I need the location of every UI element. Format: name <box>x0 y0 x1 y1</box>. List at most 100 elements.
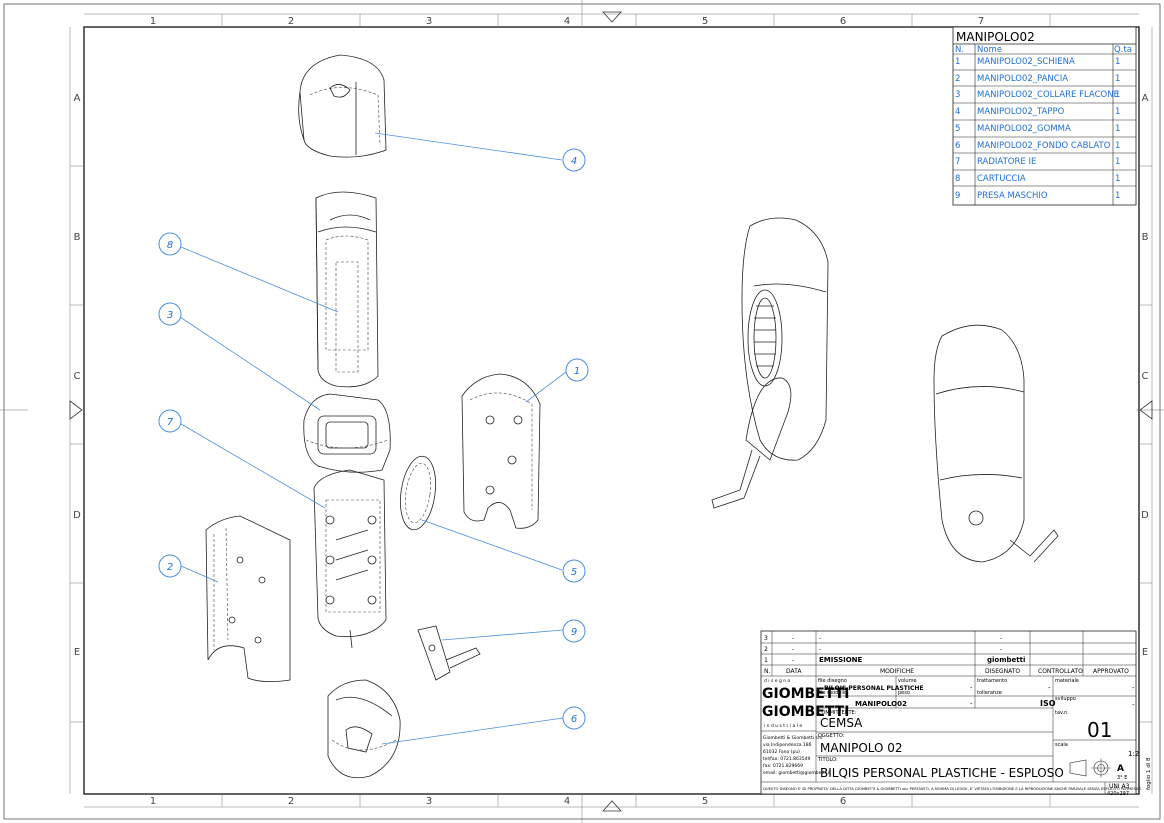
rev-n: 2 <box>764 646 768 653</box>
projection-symbol-icon <box>1069 758 1111 778</box>
row-label: C <box>74 371 81 382</box>
part-qty: 1 <box>1115 74 1120 84</box>
col-label: 4 <box>564 16 570 27</box>
scala-value: 1:2 <box>1128 750 1139 758</box>
logo-wordmark: GIOMBETTI <box>762 686 849 702</box>
title-block: 3 - - - 2 - - - 1 - EMISSIONE giombetti … <box>760 630 1152 797</box>
disclaimer: QUESTO DISEGNO E' DI PROPRIETA' DELLA DI… <box>763 787 1141 791</box>
col-label: 2 <box>288 796 294 807</box>
col-label: 3 <box>426 16 432 27</box>
col-label: 1 <box>150 16 156 27</box>
col-label: 5 <box>702 796 708 807</box>
balloon-callouts: 4 8 3 7 2 1 5 9 6 <box>158 132 589 745</box>
rev-mod: - <box>819 635 821 642</box>
part-n: 1 <box>955 57 960 67</box>
part-name: CARTUCCIA <box>977 174 1026 184</box>
part-qty: 1 <box>1115 191 1120 201</box>
parts-list: MANIPOLO02 N. Nome Q.ta 1 MANIPOLO02_SCH… <box>952 26 1137 206</box>
rev-header-n: N. <box>764 668 770 675</box>
center-mark-top <box>602 11 622 23</box>
part-name: MANIPOLO02_FONDO CABLATO <box>977 141 1111 151</box>
rev-header-approved: APPROVATO <box>1093 668 1129 675</box>
part-qty: 1 <box>1115 124 1120 134</box>
part-name: MANIPOLO02_TAPPO <box>977 107 1065 117</box>
logo-tagline-top: d i s e g n o <box>764 678 791 684</box>
logo-wordmark-second: GIOMBETTI <box>762 704 849 720</box>
part-name: RADIATORE IE <box>977 157 1036 167</box>
parts-header-n: N. <box>955 45 964 55</box>
col-label: 6 <box>840 796 846 807</box>
part-qty: 1 <box>1115 90 1120 100</box>
oggetto-value: MANIPOLO 02 <box>820 741 903 755</box>
part-qty: 1 <box>1115 174 1120 184</box>
row-label: E <box>1142 647 1148 658</box>
rev-date: - <box>792 635 794 642</box>
part-qty: 1 <box>1115 107 1120 117</box>
committente-value: CEMSA <box>820 716 863 730</box>
row-label: C <box>1142 371 1149 382</box>
col-label: 5 <box>702 16 708 27</box>
center-mark-bottom <box>602 800 622 812</box>
part-radiator-drawing <box>313 469 387 649</box>
company-line: via Indipendenza 186 <box>763 742 812 748</box>
file-disegno-value: BILQIS PERSONAL PLASTICHE <box>824 685 924 692</box>
balloon-label: 1 <box>574 366 580 377</box>
balloon-label: 8 <box>167 240 173 251</box>
col-label: 7 <box>978 16 984 27</box>
format-letter: A <box>1117 764 1124 774</box>
logo-tagline-bottom: i n d u s t r i a l e <box>764 723 802 729</box>
part-n: 3 <box>955 90 960 100</box>
part-n: 7 <box>955 157 960 167</box>
part-bottom-drawing <box>327 679 401 779</box>
part-n: 4 <box>955 107 960 117</box>
rev-header-checked: CONTROLLATO <box>1038 668 1083 675</box>
peso-value: - <box>970 700 973 708</box>
file-modello-value: MANIPOLO02 <box>855 700 907 708</box>
rev-header-mod: MODIFICHE <box>880 668 914 675</box>
company-line: Giombetti & Giombetti snc <box>763 735 824 741</box>
file-disegno-label: file disegno <box>818 678 847 684</box>
materiale-label: materiale <box>1055 678 1079 684</box>
part-qty: 1 <box>1115 157 1120 167</box>
part-collar-drawing <box>303 393 391 473</box>
assembled-front-view <box>933 324 1059 563</box>
part-name: MANIPOLO02_SCHIENA <box>977 57 1075 67</box>
part-name: MANIPOLO02_PANCIA <box>977 74 1068 84</box>
tolleranze-label: tolleranze <box>977 690 1002 696</box>
sviluppo-value: - <box>1132 701 1135 709</box>
part-n: 2 <box>955 74 960 84</box>
row-label: B <box>1142 232 1149 243</box>
company-line: tel/fax: 0721.863549 <box>763 756 810 762</box>
rev-by: giombetti <box>987 656 1025 664</box>
materiale-value: - <box>1132 684 1135 692</box>
col-label: 4 <box>564 796 570 807</box>
volume-label: volume <box>898 678 917 684</box>
uni-size: 420x297 <box>1107 791 1129 797</box>
balloon-label: 9 <box>571 627 577 638</box>
rev-by: - <box>1000 646 1002 653</box>
row-label: A <box>1142 93 1149 104</box>
balloon-label: 7 <box>167 417 174 428</box>
inner-border <box>83 26 1140 795</box>
rev-n: 1 <box>764 657 768 664</box>
part-rubber-drawing <box>399 455 437 531</box>
col-label: 3 <box>426 796 432 807</box>
part-name: MANIPOLO02_GOMMA <box>977 124 1071 134</box>
part-cap-drawing <box>298 54 387 158</box>
rev-mod: EMISSIONE <box>819 656 863 664</box>
center-mark-left <box>69 400 83 420</box>
volume-value: - <box>970 684 973 692</box>
part-n: 8 <box>955 174 960 184</box>
balloon-label: 4 <box>571 156 577 167</box>
part-qty: 1 <box>1115 141 1120 151</box>
part-n: 6 <box>955 141 960 151</box>
row-label: B <box>74 232 81 243</box>
rev-date: - <box>792 657 794 664</box>
peso-label: peso <box>898 690 910 696</box>
file-modello-label: file modello <box>818 690 847 696</box>
sviluppo-label: sviluppo <box>1055 696 1076 702</box>
titolo-value: BILQIS PERSONAL PLASTICHE - ESPLOSO <box>820 766 1064 780</box>
col-label: 1 <box>150 796 156 807</box>
col-label: 2 <box>288 16 294 27</box>
rev-header-drawn: DISEGNATO <box>985 668 1020 675</box>
